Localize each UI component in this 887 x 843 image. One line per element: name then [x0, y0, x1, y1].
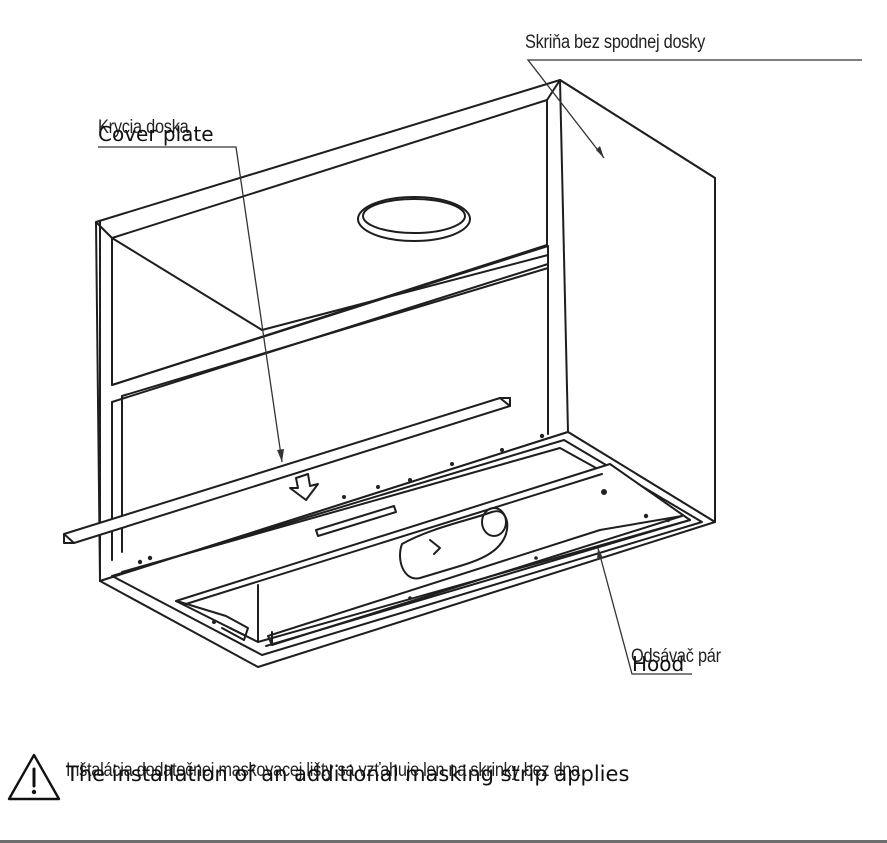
hood-leader-arrowhead [597, 548, 603, 560]
insert-direction-arrow [289, 473, 319, 501]
cover-plate-leader-arrowhead [277, 449, 284, 462]
cover-plate-strip [63, 397, 511, 544]
bottom-divider [0, 840, 887, 843]
hood [99, 431, 716, 668]
cabinet-label-sk: Skriňa bez spodnej dosky [525, 32, 706, 53]
cover-plate-label-sk: Krycia doska [98, 117, 189, 138]
warning-text-en: The installation of an additional maskin… [66, 762, 630, 786]
hood-leader-line [597, 547, 692, 675]
cover-plate-label-en: Cover plate [98, 122, 214, 146]
warning-text-sk: Inštalácia dodatočnej maskovacej lišty s… [66, 760, 581, 781]
cover-plate-leader-line [98, 146, 283, 463]
cabinet-without-bottom [95, 79, 716, 582]
cabinet-leader-line [526, 59, 862, 159]
screw-dots [137, 433, 671, 624]
hood-label-en: Hood [632, 652, 685, 676]
warning-triangle-icon [7, 753, 61, 801]
hood-label-sk: Odsávač pár [631, 646, 721, 667]
cabinet-leader-arrowhead [596, 146, 604, 158]
